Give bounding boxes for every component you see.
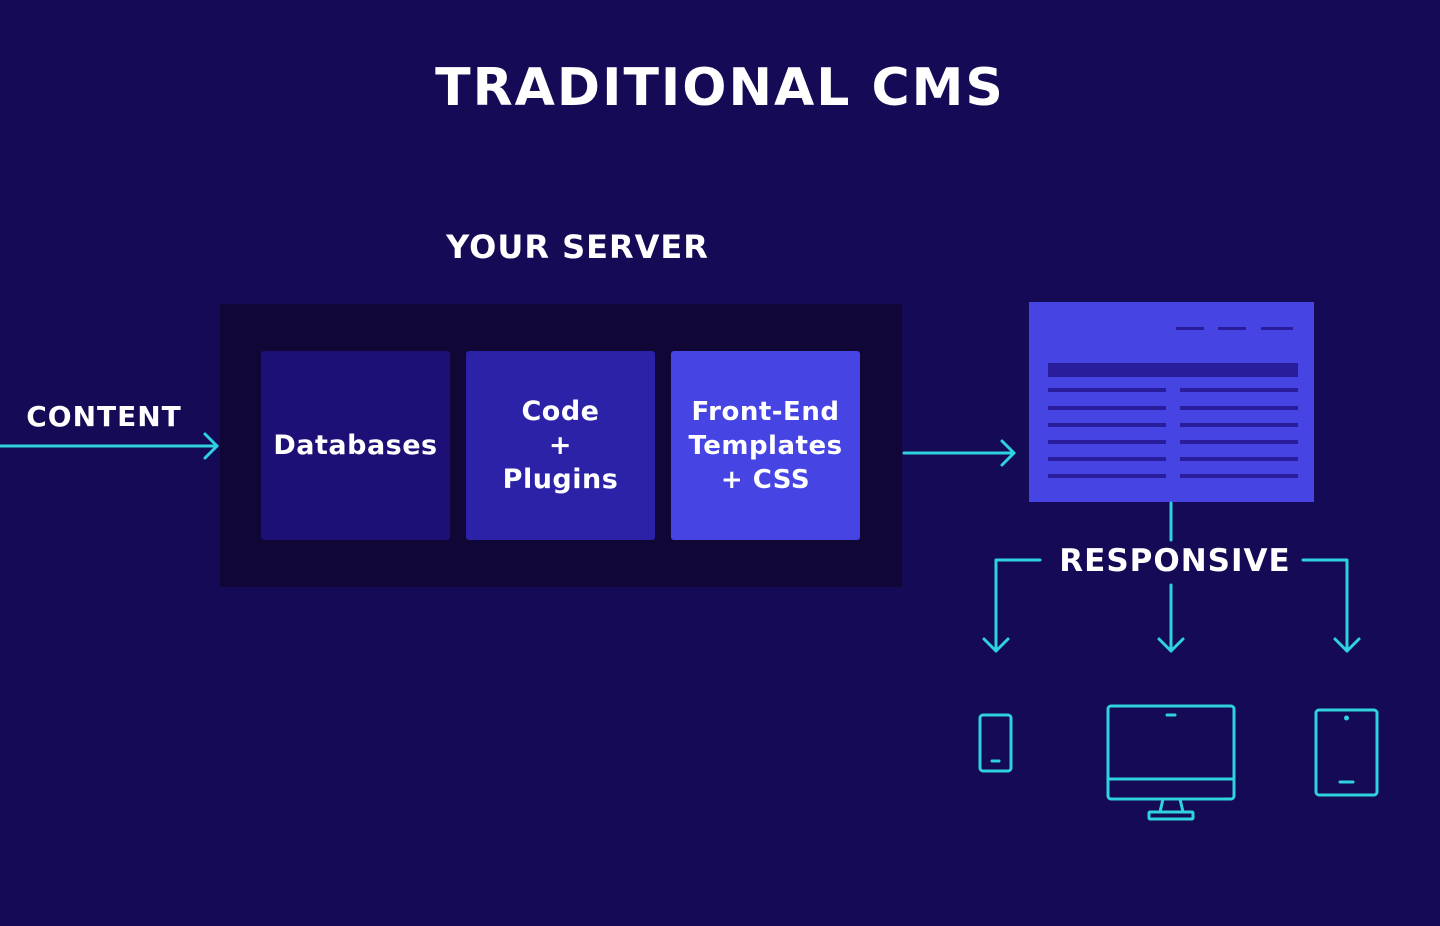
- databases-card: Databases: [261, 351, 450, 540]
- monitor-icon: [1106, 704, 1236, 821]
- databases-card-label: Databases: [273, 429, 438, 461]
- code-plugins-card-label: Code + Plugins: [502, 395, 619, 495]
- output-arrow: [902, 439, 1016, 467]
- content-arrow: [0, 432, 219, 460]
- responsive-connectors: [982, 501, 1361, 653]
- front-end-templates-card: Front-End Templates + CSS: [671, 351, 860, 540]
- diagram-title: TRADITIONAL CMS: [435, 58, 1005, 118]
- server-label: YOUR SERVER: [446, 228, 709, 266]
- code-plugins-card: Code + Plugins: [466, 351, 655, 540]
- responsive-label: RESPONSIVE: [1059, 543, 1291, 579]
- webpage-illustration: [1029, 302, 1314, 502]
- content-label: CONTENT: [26, 400, 182, 433]
- tablet-icon: [1314, 708, 1379, 797]
- front-end-templates-card-label: Front-End Templates + CSS: [688, 396, 843, 495]
- phone-icon: [978, 713, 1013, 773]
